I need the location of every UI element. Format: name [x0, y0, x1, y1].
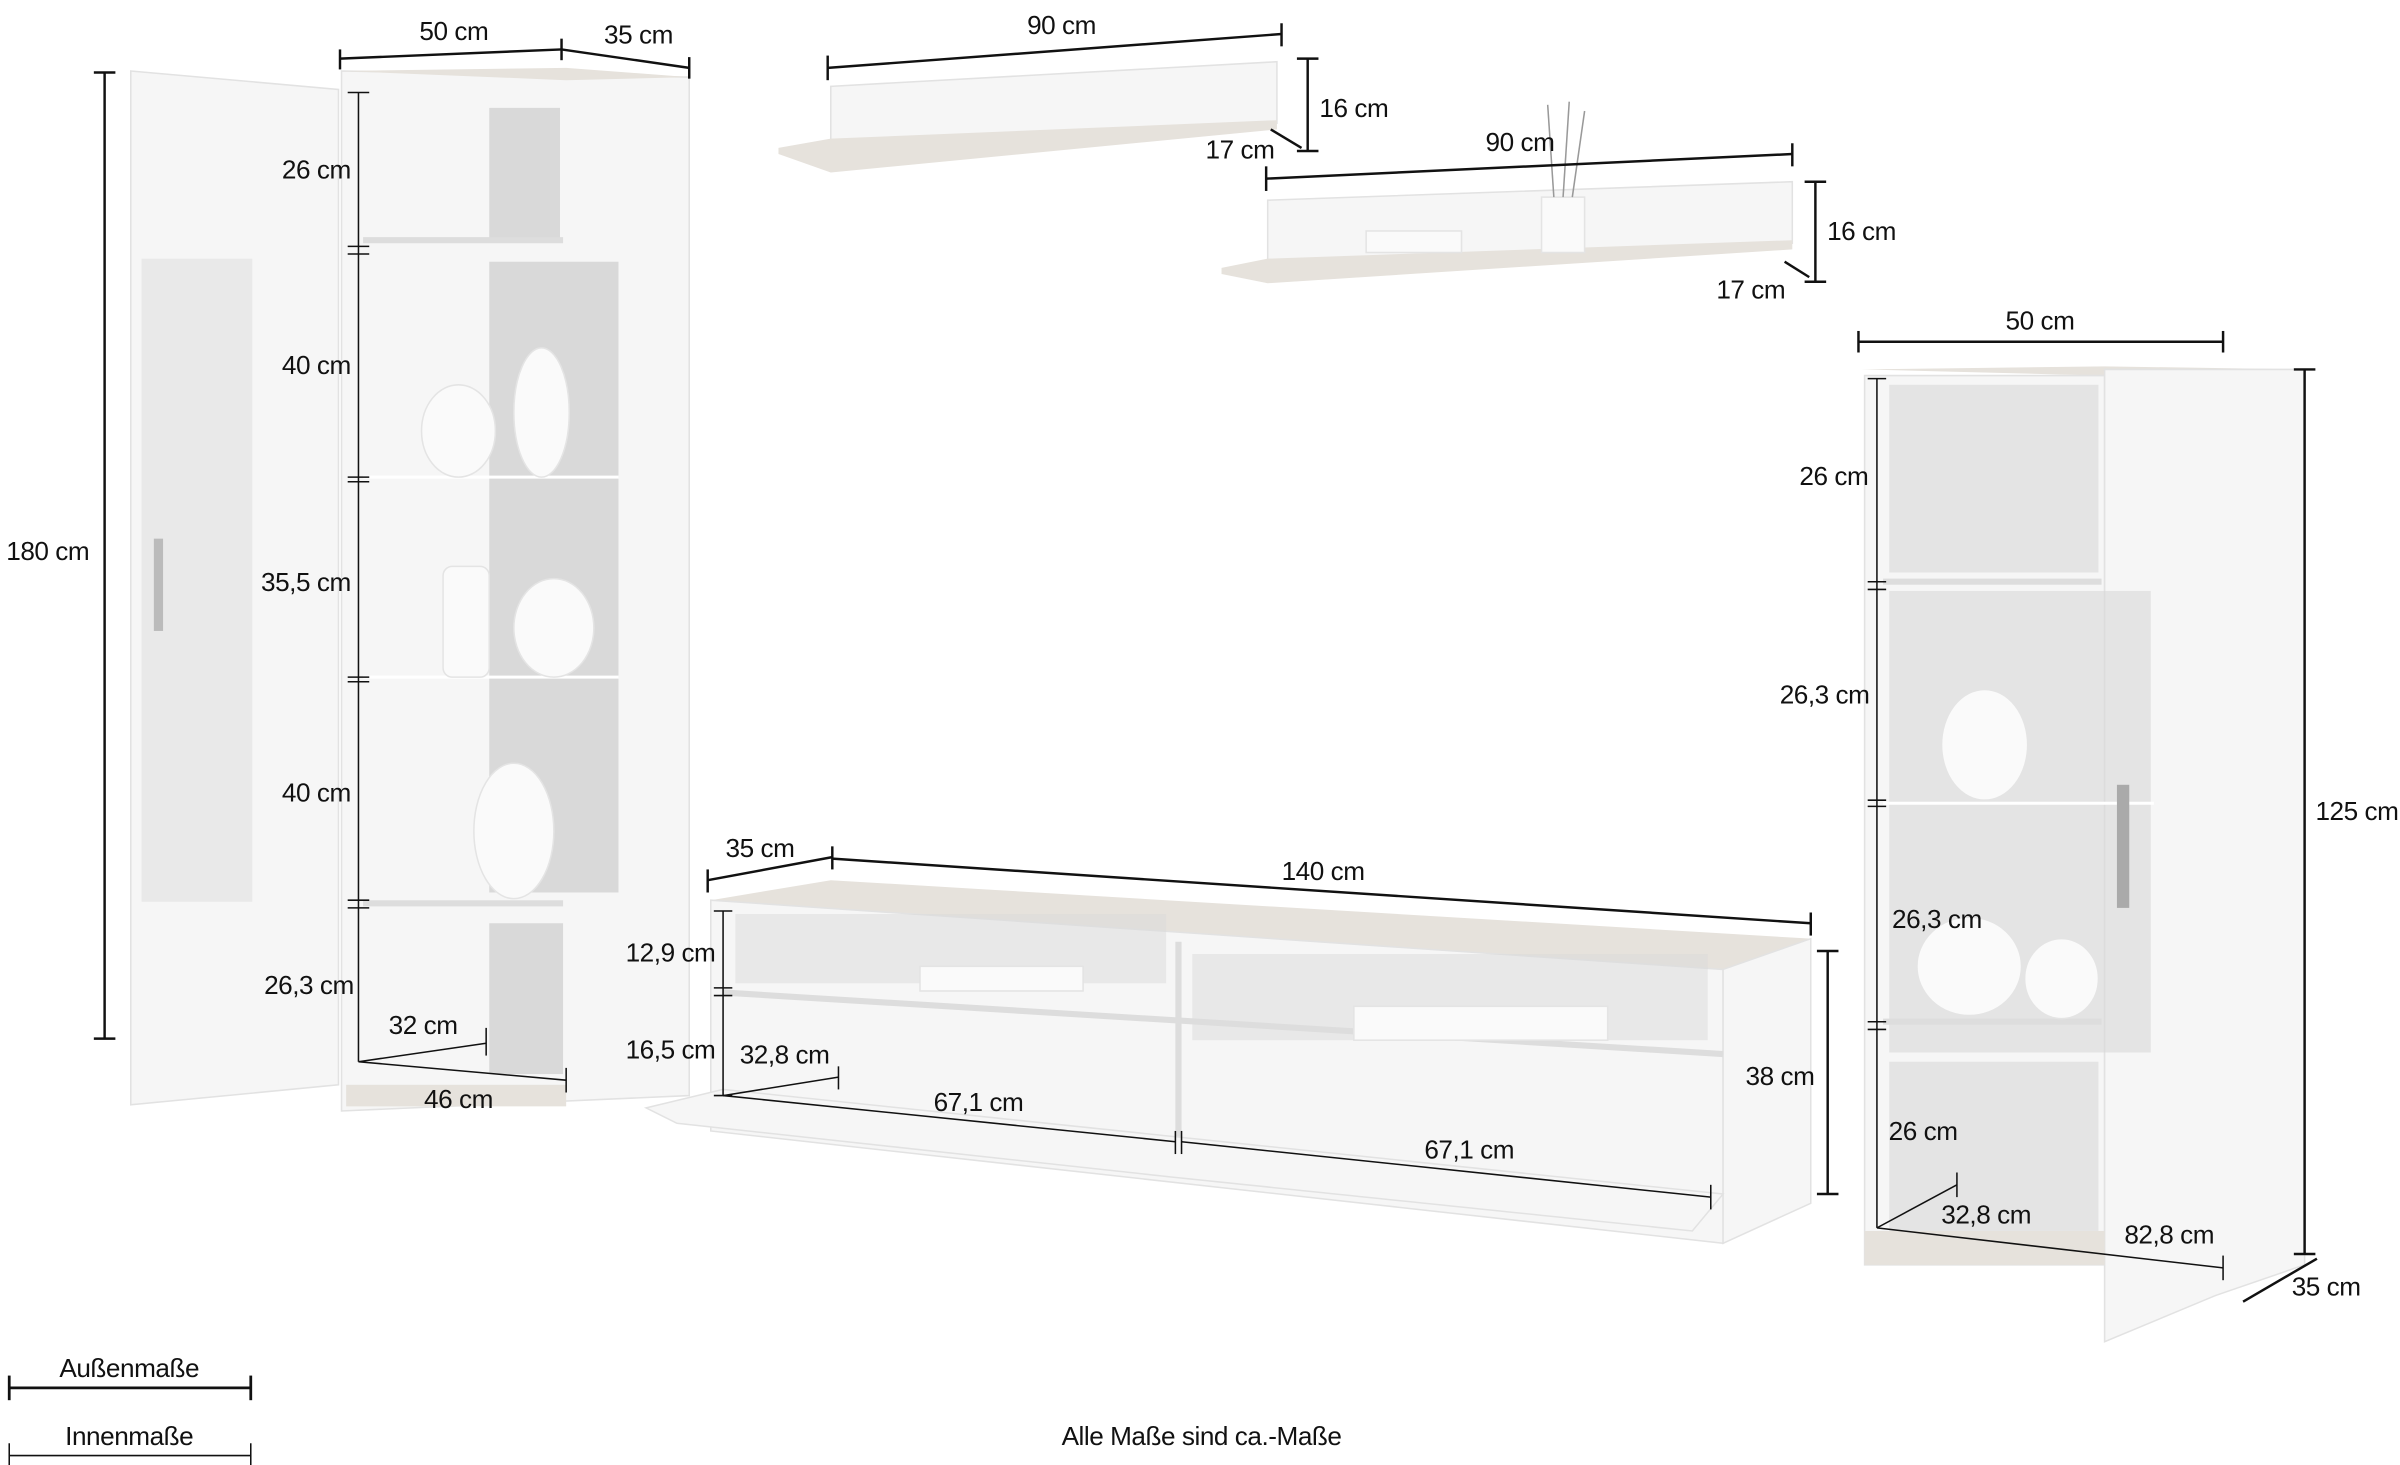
- shelf-second-height: 16 cm: [1827, 216, 1896, 246]
- shelf-top-depth: 17 cm: [1206, 135, 1275, 165]
- left-cabinet: [130, 67, 690, 1112]
- tv-upper-height-label: 12,9 cm: [626, 938, 716, 968]
- legend: Außenmaße Innenmaße: [7, 1353, 253, 1465]
- tv-inner-width-left-label: 67,1 cm: [934, 1087, 1024, 1117]
- tv-inner-width-right-label: 67,1 cm: [1424, 1135, 1514, 1165]
- left-compartment-3: 35,5 cm: [261, 567, 351, 597]
- left-width-label: 50 cm: [419, 16, 488, 46]
- legend-inner-label: Innenmaße: [65, 1421, 193, 1451]
- back-panel-bottom: [489, 923, 564, 1075]
- legend-outer-label: Außenmaße: [59, 1353, 199, 1383]
- books: [919, 965, 1084, 992]
- vase: [513, 347, 570, 478]
- wall-shelf-second: 90 cm 16 cm 17 cm: [1221, 101, 1896, 305]
- cabinet-top: [341, 67, 690, 81]
- right-inner-depth: 32,8 cm: [1941, 1199, 2031, 1229]
- left-compartment-5: 26,3 cm: [264, 970, 354, 1000]
- right-cabinet: 50 cm 26 cm 26,3 cm 26,3 cm 26 cm 32,8 c…: [1780, 305, 2399, 1343]
- vase: [473, 762, 555, 900]
- right-width-label: 50 cm: [2006, 305, 2075, 335]
- tv-width-label: 140 cm: [1282, 856, 1365, 886]
- left-cabinet-dimensions: 50 cm 35 cm 180 cm 26 cm 40 cm 35,5 cm 4…: [6, 16, 691, 1114]
- door-handle: [153, 538, 164, 631]
- left-inner-depth-label: 32 cm: [389, 1010, 458, 1040]
- tv-height-label: 38 cm: [1746, 1061, 1815, 1091]
- left-inner-width-label: 46 cm: [424, 1084, 493, 1114]
- soundbar: [1353, 1005, 1609, 1041]
- tv-board: 35 cm 140 cm 12,9 cm 16,5 cm 32,8 cm 67,…: [626, 833, 1839, 1245]
- shelf-top-width: 90 cm: [1027, 10, 1096, 40]
- left-depth-label: 35 cm: [604, 19, 673, 49]
- left-height-label: 180 cm: [6, 536, 89, 566]
- right-depth-label: 35 cm: [2292, 1272, 2361, 1302]
- cabinet-base: [346, 1084, 567, 1107]
- vase: [513, 577, 595, 678]
- vase: [1940, 688, 2029, 801]
- shelf-top-height: 16 cm: [1319, 93, 1388, 123]
- back-panel: [489, 107, 560, 241]
- wall-shelf-top: 90 cm 16 cm 17 cm: [778, 10, 1389, 173]
- right-height-label: 125 cm: [2315, 796, 2398, 826]
- right-glass-upper: 26,3 cm: [1780, 679, 1870, 709]
- diffuser: [1540, 196, 1586, 254]
- door-handle: [2116, 784, 2130, 908]
- right-inner-width: 82,8 cm: [2124, 1219, 2214, 1249]
- vase: [2023, 937, 2100, 1020]
- right-glass-lower: 26,3 cm: [1892, 904, 1982, 934]
- vase: [420, 384, 497, 478]
- left-compartment-1: 26 cm: [282, 155, 351, 185]
- footnote: Alle Maße sind ca.-Maße: [1062, 1421, 1342, 1451]
- tv-inner-depth-label: 32,8 cm: [740, 1039, 830, 1069]
- books: [1365, 230, 1463, 254]
- right-bottom-compartment: 26 cm: [1889, 1116, 1958, 1146]
- shelf-second-depth: 17 cm: [1716, 275, 1785, 305]
- left-compartment-4: 40 cm: [282, 778, 351, 808]
- tv-depth-label: 35 cm: [726, 833, 795, 863]
- left-compartment-2: 40 cm: [282, 350, 351, 380]
- right-top-compartment: 26 cm: [1799, 461, 1868, 491]
- vase: [1916, 916, 2023, 1017]
- tv-lower-height-label: 16,5 cm: [626, 1035, 716, 1065]
- vase: [442, 565, 491, 678]
- shelf-second-width: 90 cm: [1486, 127, 1555, 157]
